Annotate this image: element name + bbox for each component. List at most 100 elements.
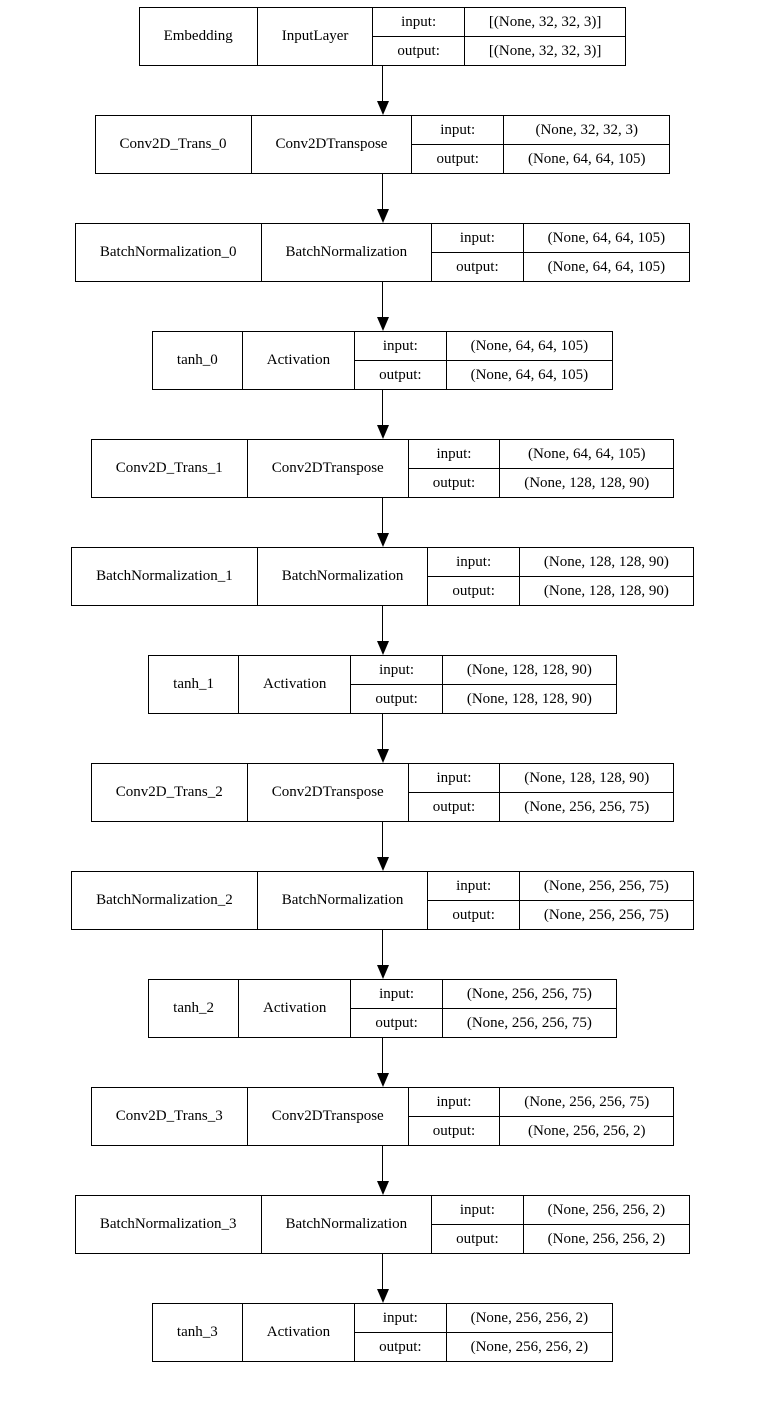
layer-output-row: output: (None, 256, 256, 2) — [152, 1332, 614, 1362]
arrowhead-icon — [376, 533, 389, 547]
layer-node: tanh_1 Activation input: (None, 128, 128… — [148, 655, 617, 714]
output-label: output: — [431, 1224, 524, 1254]
output-label: output: — [411, 144, 504, 174]
layer-node: Conv2D_Trans_3 Conv2DTranspose input: (N… — [90, 1087, 675, 1146]
layer-input-row: Conv2D_Trans_2 Conv2DTranspose input: (N… — [90, 763, 675, 822]
layer-output-row: output: (None, 256, 256, 75) — [91, 792, 675, 822]
model-architecture-diagram: Embedding InputLayer input: [(None, 32, … — [71, 7, 694, 1362]
output-label: output: — [407, 792, 501, 822]
layer-node: Conv2D_Trans_0 Conv2DTranspose input: (N… — [94, 115, 671, 174]
output-label: output: — [407, 468, 501, 498]
output-label: output: — [427, 576, 520, 606]
arrowhead-icon — [376, 425, 389, 439]
input-label: input: — [427, 547, 520, 577]
layer-output-row: output: (None, 256, 256, 75) — [72, 900, 694, 930]
layer-name: BatchNormalization_1 — [71, 547, 258, 606]
layer-name: tanh_0 — [151, 331, 243, 390]
input-shape: (None, 256, 256, 2) — [445, 1303, 614, 1333]
connector-arrow — [376, 498, 389, 547]
input-shape: (None, 128, 128, 90) — [441, 655, 617, 685]
output-label: output: — [431, 252, 524, 282]
layer-type: Activation — [241, 331, 356, 390]
arrow-line — [382, 282, 383, 317]
layer-name: BatchNormalization_2 — [71, 871, 258, 930]
layer-output-row: output: (None, 256, 256, 2) — [75, 1224, 691, 1254]
input-label: input: — [431, 223, 524, 253]
layer-node: Conv2D_Trans_1 Conv2DTranspose input: (N… — [90, 439, 675, 498]
input-label: input: — [354, 331, 447, 361]
input-shape: (None, 128, 128, 90) — [499, 763, 675, 793]
layer-node: BatchNormalization_1 BatchNormalization … — [71, 547, 694, 606]
layer-name: BatchNormalization_0 — [74, 223, 262, 282]
arrowhead-icon — [376, 1289, 389, 1303]
output-label: output: — [354, 1332, 447, 1362]
output-shape: (None, 256, 256, 2) — [499, 1116, 675, 1146]
output-shape: (None, 256, 256, 75) — [499, 792, 675, 822]
output-label: output: — [354, 360, 447, 390]
input-label: input: — [407, 763, 501, 793]
output-label: output: — [427, 900, 520, 930]
input-shape: (None, 256, 256, 75) — [518, 871, 694, 901]
layer-type: Conv2DTranspose — [250, 115, 413, 174]
layer-input-row: Conv2D_Trans_1 Conv2DTranspose input: (N… — [90, 439, 675, 498]
connector-arrow — [376, 66, 389, 115]
layer-node: Conv2D_Trans_2 Conv2DTranspose input: (N… — [90, 763, 675, 822]
connector-arrow — [376, 930, 389, 979]
layer-name: Conv2D_Trans_1 — [90, 439, 248, 498]
input-shape: (None, 256, 256, 75) — [441, 979, 617, 1009]
layer-type: Activation — [237, 655, 352, 714]
arrow-line — [382, 822, 383, 857]
arrow-line — [382, 1146, 383, 1181]
layer-input-row: BatchNormalization_1 BatchNormalization … — [71, 547, 694, 606]
layer-type: BatchNormalization — [256, 871, 429, 930]
layer-node: BatchNormalization_2 BatchNormalization … — [71, 871, 694, 930]
input-label: input: — [407, 439, 501, 469]
input-shape: (None, 128, 128, 90) — [518, 547, 694, 577]
layer-input-row: tanh_0 Activation input: (None, 64, 64, … — [151, 331, 614, 390]
layer-output-row: output: (None, 64, 64, 105) — [75, 252, 691, 282]
input-label: input: — [350, 655, 443, 685]
layer-input-row: BatchNormalization_3 BatchNormalization … — [74, 1195, 691, 1254]
arrowhead-icon — [376, 209, 389, 223]
output-shape: (None, 128, 128, 90) — [441, 684, 617, 714]
arrow-line — [382, 1038, 383, 1073]
input-label: input: — [354, 1303, 447, 1333]
arrow-line — [382, 174, 383, 209]
output-shape: (None, 256, 256, 2) — [445, 1332, 614, 1362]
layer-input-row: tanh_2 Activation input: (None, 256, 256… — [148, 979, 617, 1038]
arrowhead-icon — [376, 857, 389, 871]
output-shape: (None, 256, 256, 75) — [518, 900, 694, 930]
layer-name: Conv2D_Trans_2 — [90, 763, 248, 822]
output-label: output: — [350, 684, 443, 714]
layer-node: tanh_2 Activation input: (None, 256, 256… — [148, 979, 617, 1038]
connector-arrow — [376, 390, 389, 439]
layer-input-row: Conv2D_Trans_0 Conv2DTranspose input: (N… — [94, 115, 671, 174]
layer-name: tanh_3 — [151, 1303, 243, 1362]
layer-node: tanh_0 Activation input: (None, 64, 64, … — [151, 331, 614, 390]
connector-arrow — [376, 174, 389, 223]
input-label: input: — [372, 7, 465, 37]
layer-name: tanh_2 — [148, 979, 239, 1038]
layer-node: BatchNormalization_3 BatchNormalization … — [74, 1195, 691, 1254]
layer-node: tanh_3 Activation input: (None, 256, 256… — [151, 1303, 614, 1362]
layer-type: Conv2DTranspose — [246, 763, 409, 822]
layer-type: InputLayer — [256, 7, 374, 66]
arrowhead-icon — [376, 317, 389, 331]
arrowhead-icon — [376, 1181, 389, 1195]
layer-name: Conv2D_Trans_0 — [94, 115, 252, 174]
layer-output-row: output: (None, 64, 64, 105) — [152, 360, 614, 390]
layer-name: Conv2D_Trans_3 — [90, 1087, 248, 1146]
input-label: input: — [431, 1195, 524, 1225]
layer-input-row: tanh_1 Activation input: (None, 128, 128… — [148, 655, 617, 714]
input-shape: (None, 256, 256, 75) — [499, 1087, 675, 1117]
layer-type: BatchNormalization — [260, 1195, 433, 1254]
output-shape: (None, 64, 64, 105) — [502, 144, 671, 174]
connector-arrow — [376, 1038, 389, 1087]
arrow-line — [382, 714, 383, 749]
layer-input-row: Embedding InputLayer input: [(None, 32, … — [138, 7, 627, 66]
arrow-line — [382, 606, 383, 641]
output-label: output: — [372, 36, 465, 66]
layer-node: BatchNormalization_0 BatchNormalization … — [74, 223, 691, 282]
output-label: output: — [407, 1116, 501, 1146]
output-label: output: — [350, 1008, 443, 1038]
